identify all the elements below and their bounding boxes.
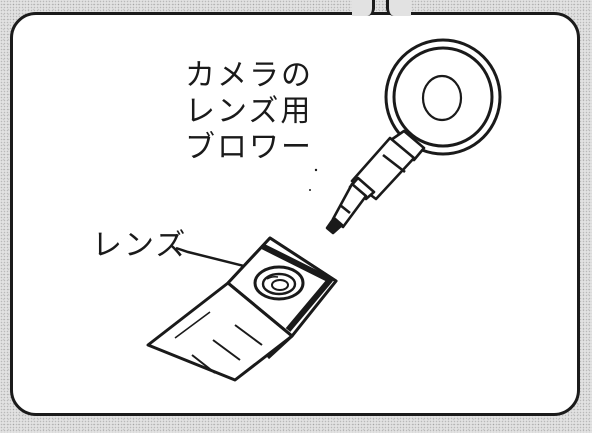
blower-bulb xyxy=(384,38,502,156)
lens-leader-line xyxy=(175,246,269,274)
blower-label: カメラの レンズ用 ブロワー xyxy=(185,58,313,166)
blower-nozzle xyxy=(325,129,426,235)
lens-label: レンズ xyxy=(92,228,188,263)
panel-notch-left xyxy=(352,0,375,16)
panel-notch-right xyxy=(386,0,411,16)
lens-element xyxy=(253,265,305,301)
air-dots xyxy=(309,168,318,191)
blower-label-line-3: ブロワー xyxy=(185,130,313,165)
blower-label-line-2: レンズ用 xyxy=(185,94,313,129)
blower-label-line-1: カメラの xyxy=(185,58,313,93)
